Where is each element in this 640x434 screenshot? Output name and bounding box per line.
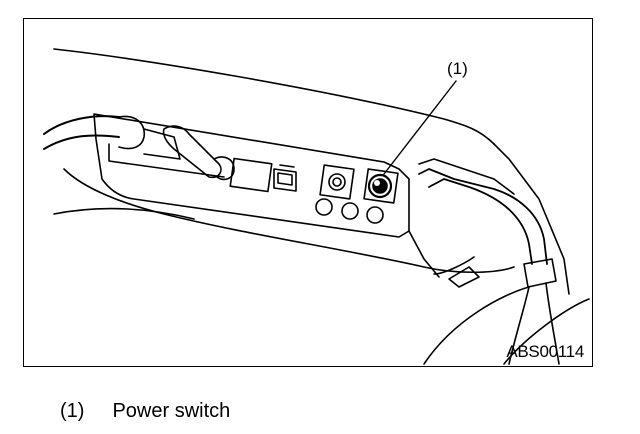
phone-port — [273, 168, 297, 192]
callout-label: (1) — [447, 59, 468, 78]
legend: (1) Power switch — [60, 400, 230, 423]
dc-jack — [319, 164, 355, 200]
device-panel — [93, 113, 410, 238]
figure-code: ABS00114 — [506, 342, 584, 361]
leader-line — [383, 80, 457, 175]
lan-port — [229, 157, 273, 193]
figure-frame: (1) ABS00114 — [23, 18, 593, 367]
cable — [43, 115, 120, 135]
legend-label: Power switch — [112, 400, 231, 422]
cable-clip — [523, 258, 557, 288]
legend-number: (1) — [60, 400, 85, 422]
power-switch — [367, 173, 393, 199]
device-illustration — [43, 48, 590, 365]
round-jack — [315, 198, 333, 216]
lever — [162, 125, 222, 179]
